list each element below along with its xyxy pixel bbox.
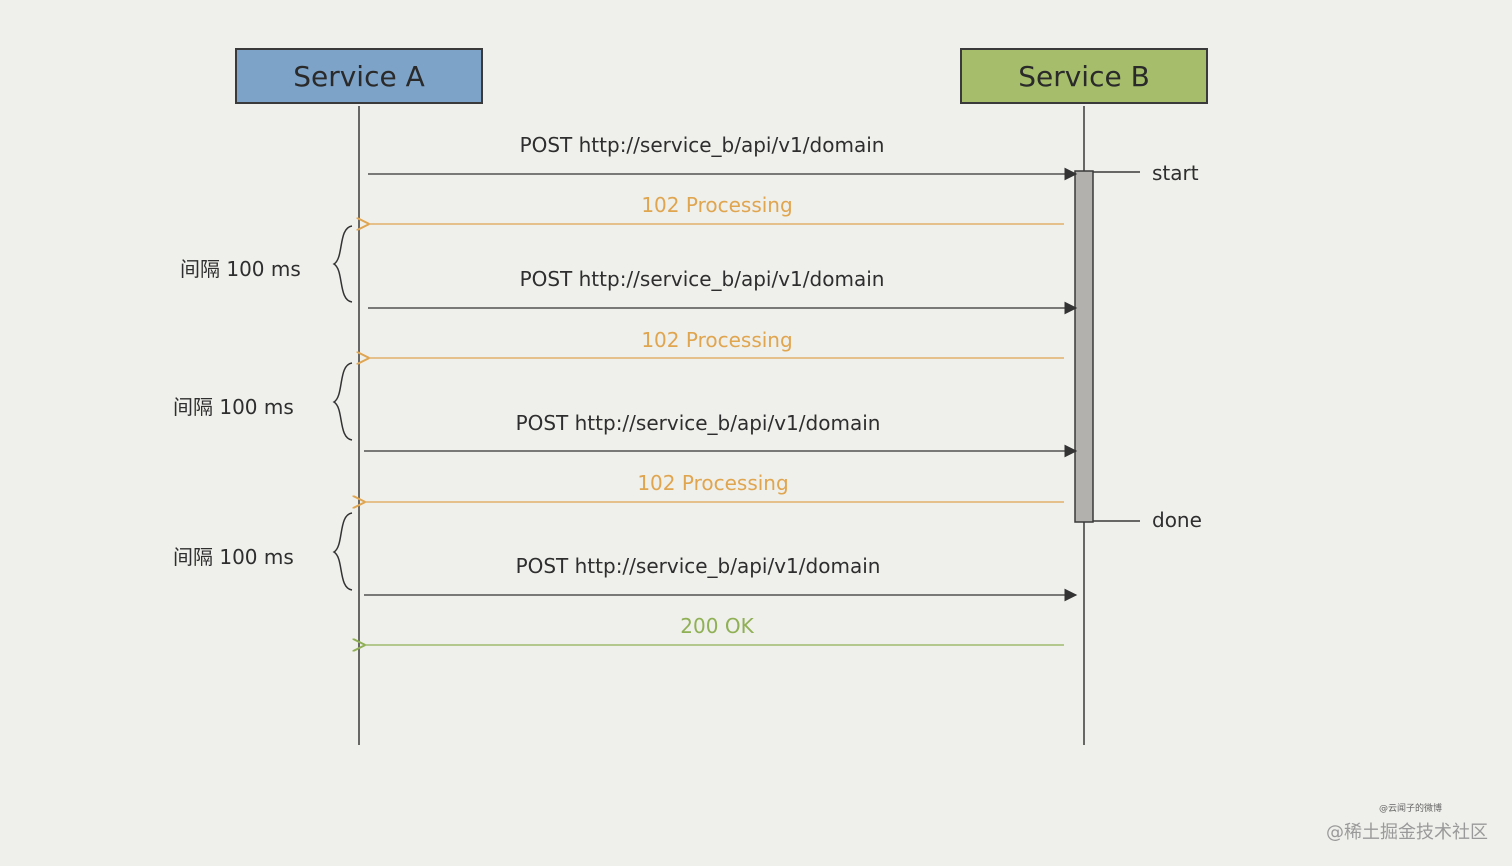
activation-bar <box>1074 170 1094 523</box>
message-label-2: 102 Processing <box>641 193 793 217</box>
start-label: start <box>1152 161 1199 185</box>
message-label-8: 200 OK <box>680 614 754 638</box>
interval-label-1: 间隔 100 ms <box>180 257 301 281</box>
watermark: @稀土掘金技术社区 <box>1326 822 1488 843</box>
service-b-header: Service B <box>960 48 1208 104</box>
message-label-3: POST http://service_b/api/v1/domain <box>519 267 885 291</box>
interval-label-2: 间隔 100 ms <box>173 395 294 419</box>
message-label-5: POST http://service_b/api/v1/domain <box>515 411 881 435</box>
message-label-4: 102 Processing <box>641 328 793 352</box>
service-b-label: Service B <box>1018 59 1150 93</box>
interval-brace-1 <box>332 225 353 303</box>
interval-label-3: 间隔 100 ms <box>173 545 294 569</box>
done-label: done <box>1152 508 1202 532</box>
message-label-1: POST http://service_b/api/v1/domain <box>519 133 885 157</box>
message-label-6: 102 Processing <box>637 471 789 495</box>
interval-brace-2 <box>332 362 353 441</box>
watermark-small: @云闻子的微博 <box>1378 804 1442 814</box>
message-label-7: POST http://service_b/api/v1/domain <box>515 554 881 578</box>
service-a-header: Service A <box>235 48 483 104</box>
interval-brace-3 <box>332 512 353 591</box>
service-a-label: Service A <box>293 59 425 93</box>
